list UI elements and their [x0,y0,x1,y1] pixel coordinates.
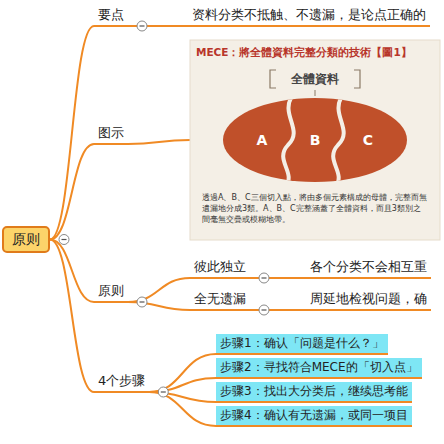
topic-text: 步骤4：确认有无遗漏，或同一项目 [220,407,408,423]
divider-line [333,96,344,186]
root-topic: 原则 [2,226,50,253]
step-topic: 步骤3：找出大分类后，继续思考能 [216,382,412,403]
toggle-minus [140,301,145,302]
branch-connector [50,26,94,240]
topic-text: 全无遗漏 [194,291,246,307]
step-topic: 步骤2：寻找符合MECE的「切入点」 [216,358,422,379]
leaf-topic: 资料分类不抵触、不遗漏，是论点正确的 [188,6,430,27]
figure-caption: 透過A、B、C三個切入點，將由多個元素構成的母體，完整而無遺漏地分成3類。A、B… [202,192,428,225]
step-topic: 步骤4：确认有无遗漏，或同一项目 [216,406,412,427]
leader [315,90,316,96]
branch-topic: 原则 [94,282,128,303]
part-label: B [310,132,321,148]
topic-text: 资料分类不抵触、不遗漏，是论点正确的 [192,7,426,23]
sub-topic: 全无遗漏 [190,290,250,311]
topic-text: 步骤3：找出大分类后，继续思考能 [220,383,408,399]
topic-text: 原则 [12,231,40,248]
topic-text: 图示 [98,125,124,141]
collapse-toggle [137,297,147,307]
toggle-circle [158,387,168,397]
topic-text: 周延地检视问题，确 [310,291,427,307]
branch-connector [149,392,216,426]
topic-text: 彼此独立 [194,259,246,275]
branch-connector [128,140,190,144]
toggle-circle [59,235,69,245]
toggle-minus [262,309,267,310]
toggle-minus [140,25,145,26]
branch-topic: 图示 [94,124,128,145]
panel-ground [190,40,440,240]
leaf-topic: 各个分类不会相互重 [306,258,431,279]
branch-topic: 要点 [94,6,128,27]
whole-label: 全體資料 [288,71,342,88]
toggle-minus [161,391,166,392]
toggle-minus [62,239,67,240]
part-label: C [363,132,373,148]
collapse-toggle [259,273,269,283]
leaf-topic: 周延地检视问题，确 [306,290,431,311]
bracket [270,70,360,88]
branch-connector [50,144,94,240]
branch-connector [128,278,190,302]
toggle-circle [259,305,269,315]
collapse-toggle [158,387,168,397]
branch-connector [149,354,216,392]
branch-connector [50,240,94,393]
toggle-circle [137,297,147,307]
figure-heading: MECE：將全體資料完整分類的技術【圖1】 [196,45,434,59]
toggle-circle [137,21,147,31]
part-label: A [257,132,268,148]
toggle-minus [262,277,267,278]
sub-topic: 彼此独立 [190,258,250,279]
topic-text: 各个分类不会相互重 [310,259,427,275]
branch-connector [50,240,94,303]
branch-connector [250,309,306,311]
topic-text: 步骤2：寻找符合MECE的「切入点」 [220,359,418,375]
collapse-toggle [137,21,147,31]
topic-text: 步骤1：确认「问题是什么？」 [220,335,384,351]
branch-connector [250,277,306,279]
collapse-toggle [259,305,269,315]
divider-group [283,96,344,186]
collapse-toggle [59,235,69,245]
toggle-circle [259,273,269,283]
branch-topic: 4个步骤 [94,372,149,393]
whole-ellipse [223,98,407,182]
divider-line [283,96,294,186]
step-topic: 步骤1：确认「问题是什么？」 [216,334,388,355]
topic-text: 原则 [98,283,124,299]
topic-text: 要点 [98,7,124,23]
topic-text: 4个步骤 [98,373,145,389]
